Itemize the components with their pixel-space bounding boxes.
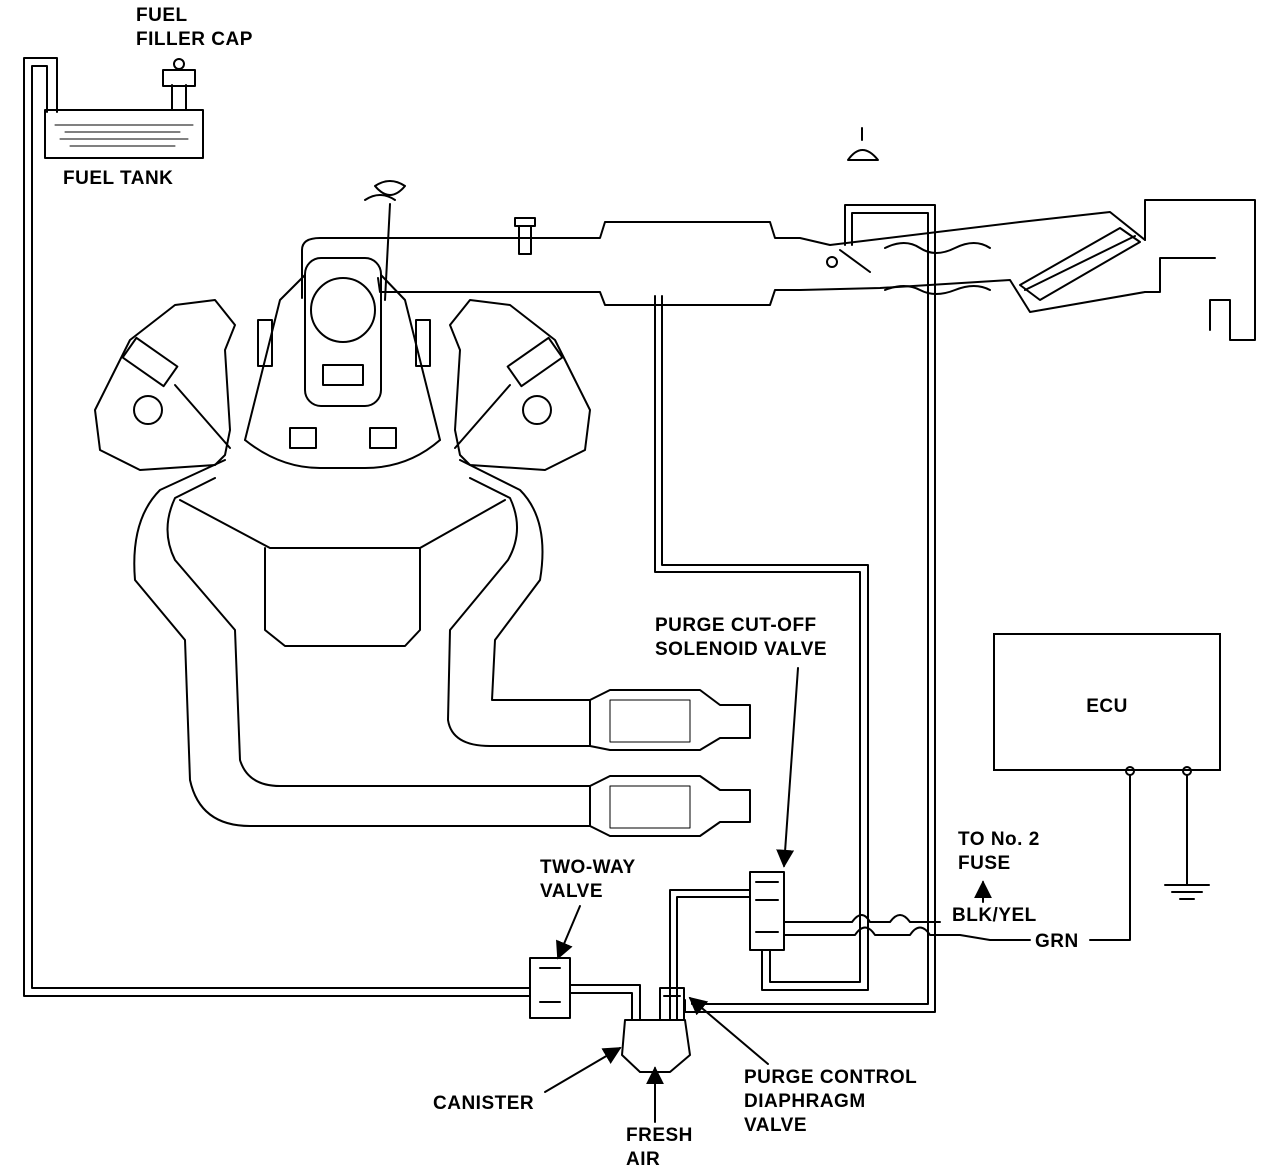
exhaust-pipes [133, 459, 591, 827]
engine-block [179, 180, 506, 647]
intake-tube [301, 211, 1146, 313]
fuel-tank-label: FUEL TANK [63, 168, 174, 189]
blk-yel-wire-label: BLK/YEL [952, 905, 1037, 926]
two-way-valve-label: TWO-WAY VALVE [540, 857, 636, 902]
to-fuse-label: TO No. 2 FUSE [958, 829, 1040, 874]
catalytic-converter-lower [589, 775, 751, 837]
cylinder-head-left [94, 299, 273, 471]
ecu-box: ECU [993, 633, 1221, 771]
vacuum-line-intake [654, 295, 869, 991]
cylinder-head-right [415, 299, 591, 471]
ecu-label: ECU [1086, 696, 1128, 717]
canister-label: CANISTER [433, 1093, 535, 1114]
air-cleaner [1019, 199, 1256, 341]
fuel-tank [44, 109, 204, 159]
fuel-filler-cap-label: FUEL FILLER CAP [136, 5, 253, 50]
purge-cutoff-solenoid-label: PURGE CUT-OFF SOLENOID VALVE [655, 615, 828, 660]
tank-vapor-line [23, 57, 531, 997]
purge-control-diaphragm-label: PURGE CONTROL DIAPHRAGM VALVE [744, 1067, 918, 1136]
leader-arrows [544, 667, 992, 1123]
two-way-valve-icon [529, 957, 641, 1021]
ecu-wiring [783, 766, 1210, 941]
grn-wire-label: GRN [1035, 931, 1079, 952]
fresh-air-label: FRESH AIR [626, 1125, 693, 1170]
throttle-body [826, 127, 991, 295]
purge-cutoff-solenoid-icon [669, 871, 785, 1021]
fuel-filler-cap-icon [162, 58, 196, 111]
catalytic-converter-upper [589, 689, 751, 751]
